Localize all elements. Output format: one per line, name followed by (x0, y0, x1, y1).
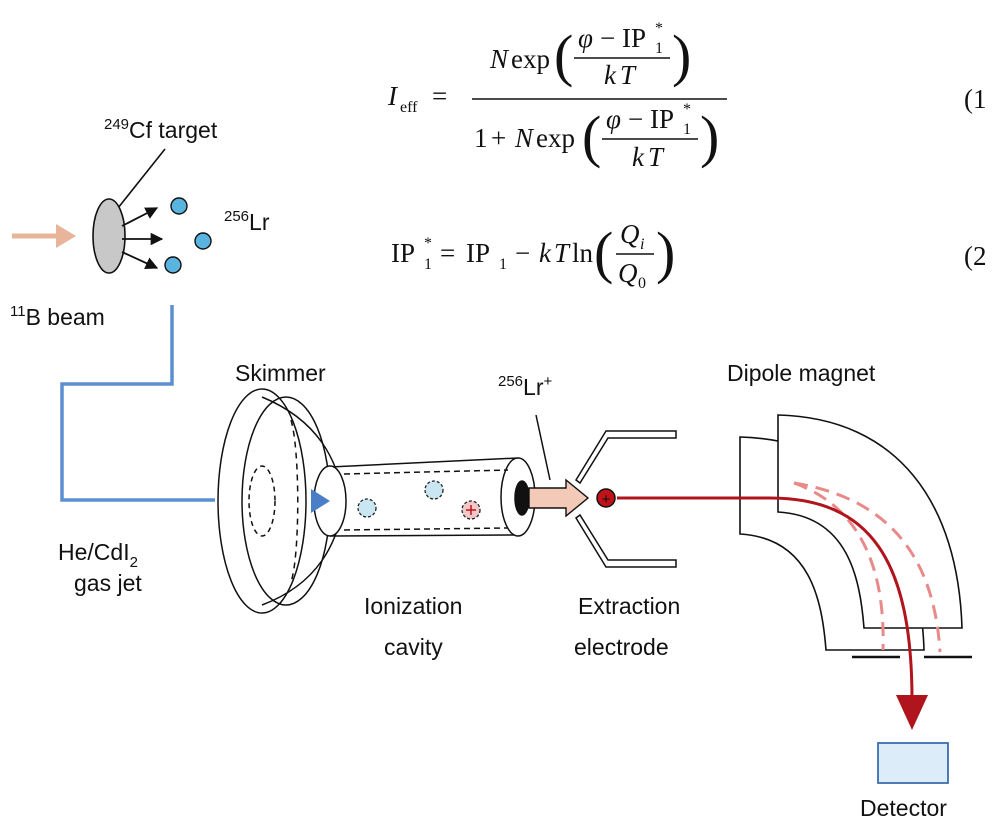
particle-icon (164, 256, 182, 274)
gas-jet-subscript: 2 (130, 554, 138, 571)
emission-arrow-icon (121, 207, 159, 227)
ion-leader-line (535, 414, 551, 481)
ion-label: 256Lr+ (498, 373, 552, 400)
beam-label: 11B beam (10, 303, 105, 330)
particle-icon (170, 197, 188, 215)
eq1-num-T: T (620, 60, 637, 90)
eq2-Qi: Q (620, 219, 640, 249)
extracted-ion-icon: + (596, 488, 616, 508)
eq1-den-k: k (632, 142, 645, 172)
trajectory-arrowhead-icon (896, 695, 928, 730)
cavity-label-line2: cavity (384, 634, 443, 660)
dipole-label: Dipole magnet (727, 360, 876, 386)
eq1-num-IP-star: * (655, 20, 663, 37)
detector-box (877, 742, 949, 784)
eq2-T: T (554, 238, 571, 268)
eq1-num-lparen: ( (554, 23, 573, 88)
eq2-Q0-sub: 0 (638, 275, 646, 292)
eq1-den-minus: − (628, 104, 643, 134)
eq2-IP-star: * (424, 235, 432, 252)
eq2-IP: IP (391, 238, 415, 268)
product-element: Lr (249, 209, 270, 235)
extraction-electrode (575, 430, 677, 568)
equation-2: IP 1 * = IP 1 − k T ln ( Q i Q 0 ) (2 (391, 219, 987, 292)
ion-trajectory (617, 496, 914, 701)
eq2-ln: ln (572, 238, 594, 268)
eq2-k: k (539, 238, 552, 268)
eq2-IP-rhs: IP (466, 238, 490, 268)
eq2-IP-rhs-sub: 1 (499, 256, 507, 273)
eq1-lhs: I (387, 81, 399, 111)
emission-arrow-icon (121, 251, 159, 270)
eq1-num-minus: − (600, 23, 615, 53)
extraction-arrow-icon (528, 478, 590, 518)
eq1-num-exp: exp (511, 44, 550, 74)
gas-transport-line (60, 305, 215, 502)
trajectory-dashed-inner (793, 481, 885, 651)
eq1-den-IP-star: * (683, 101, 691, 118)
eq1-num-rparen: ) (672, 23, 691, 88)
eq2-rparen: ) (656, 220, 675, 285)
eq1-num-phi: φ (578, 23, 593, 53)
ion-charge: + (543, 373, 552, 390)
eq1-den-T: T (648, 142, 665, 172)
ion-mass: 256 (498, 373, 523, 390)
ionization-cavity (313, 457, 536, 537)
eq1-num-IP: IP (622, 23, 646, 53)
eq2-minus: − (515, 238, 530, 268)
eq1-number: (1 (964, 84, 987, 114)
eq2-Q0: Q (618, 258, 638, 288)
gas-jet-label-line2: gas jet (74, 570, 142, 596)
eq1-equals: = (432, 81, 447, 111)
eq1-den-IP-sub: 1 (683, 121, 691, 138)
detector-label: Detector (860, 795, 947, 821)
gas-jet-formula: He/CdI (58, 539, 130, 565)
cavity-label-line1: Ionization (364, 593, 462, 619)
electrode-label-line1: Extraction (578, 593, 680, 619)
ion-plus-sign: + (602, 491, 611, 508)
ion-in-cavity-icon (461, 500, 481, 520)
eq2-lparen: ( (594, 220, 613, 285)
eq1-lhs-subscript: eff (400, 99, 418, 116)
eq1-num-N: N (489, 44, 510, 74)
eq1-den-IP: IP (650, 104, 674, 134)
skimmer-label: Skimmer (235, 360, 326, 386)
inlet-arrow-icon (311, 489, 330, 513)
target-foil (92, 198, 126, 274)
eq1-den-phi: φ (606, 104, 621, 134)
eq1-den-lparen: ( (582, 104, 601, 169)
eq2-IP-sub: 1 (424, 256, 432, 273)
eq1-den-rparen: ) (700, 104, 719, 169)
beam-element: B beam (26, 304, 105, 330)
eq1-num-IP-sub: 1 (655, 40, 663, 57)
particle-icon (194, 232, 212, 250)
beam-arrow-icon (12, 224, 76, 248)
beam-mass: 11 (10, 303, 26, 320)
eq1-den-one: 1 (474, 123, 488, 153)
ion-element: Lr (523, 374, 544, 400)
eq2-Qi-sub: i (640, 236, 644, 253)
neutral-atom-icon (424, 480, 444, 500)
neutral-atom-icon (357, 498, 377, 518)
electrode-label-line2: electrode (574, 634, 669, 660)
target-leader-line (117, 148, 166, 209)
eq1-num-k: k (604, 60, 617, 90)
product-label: 256Lr (224, 208, 270, 235)
eq2-equals: = (440, 238, 455, 268)
target-label: 249Cf target (104, 116, 218, 143)
product-mass: 256 (224, 208, 249, 225)
target-mass: 249 (104, 116, 129, 133)
dipole-magnet (739, 414, 963, 651)
target-assembly: 249Cf target 256Lr 11B beam (10, 116, 270, 330)
gas-jet-label-line1: He/CdI2 (58, 539, 138, 571)
eq1-den-plus: + (491, 123, 506, 153)
eq1-den-exp: exp (536, 123, 575, 153)
eq1-den-N: N (514, 123, 535, 153)
eq2-number: (2 (964, 241, 987, 271)
target-element: Cf target (129, 117, 218, 143)
equation-1: I eff = N exp ( φ − IP 1 * k T ) 1 + N e… (387, 20, 987, 172)
